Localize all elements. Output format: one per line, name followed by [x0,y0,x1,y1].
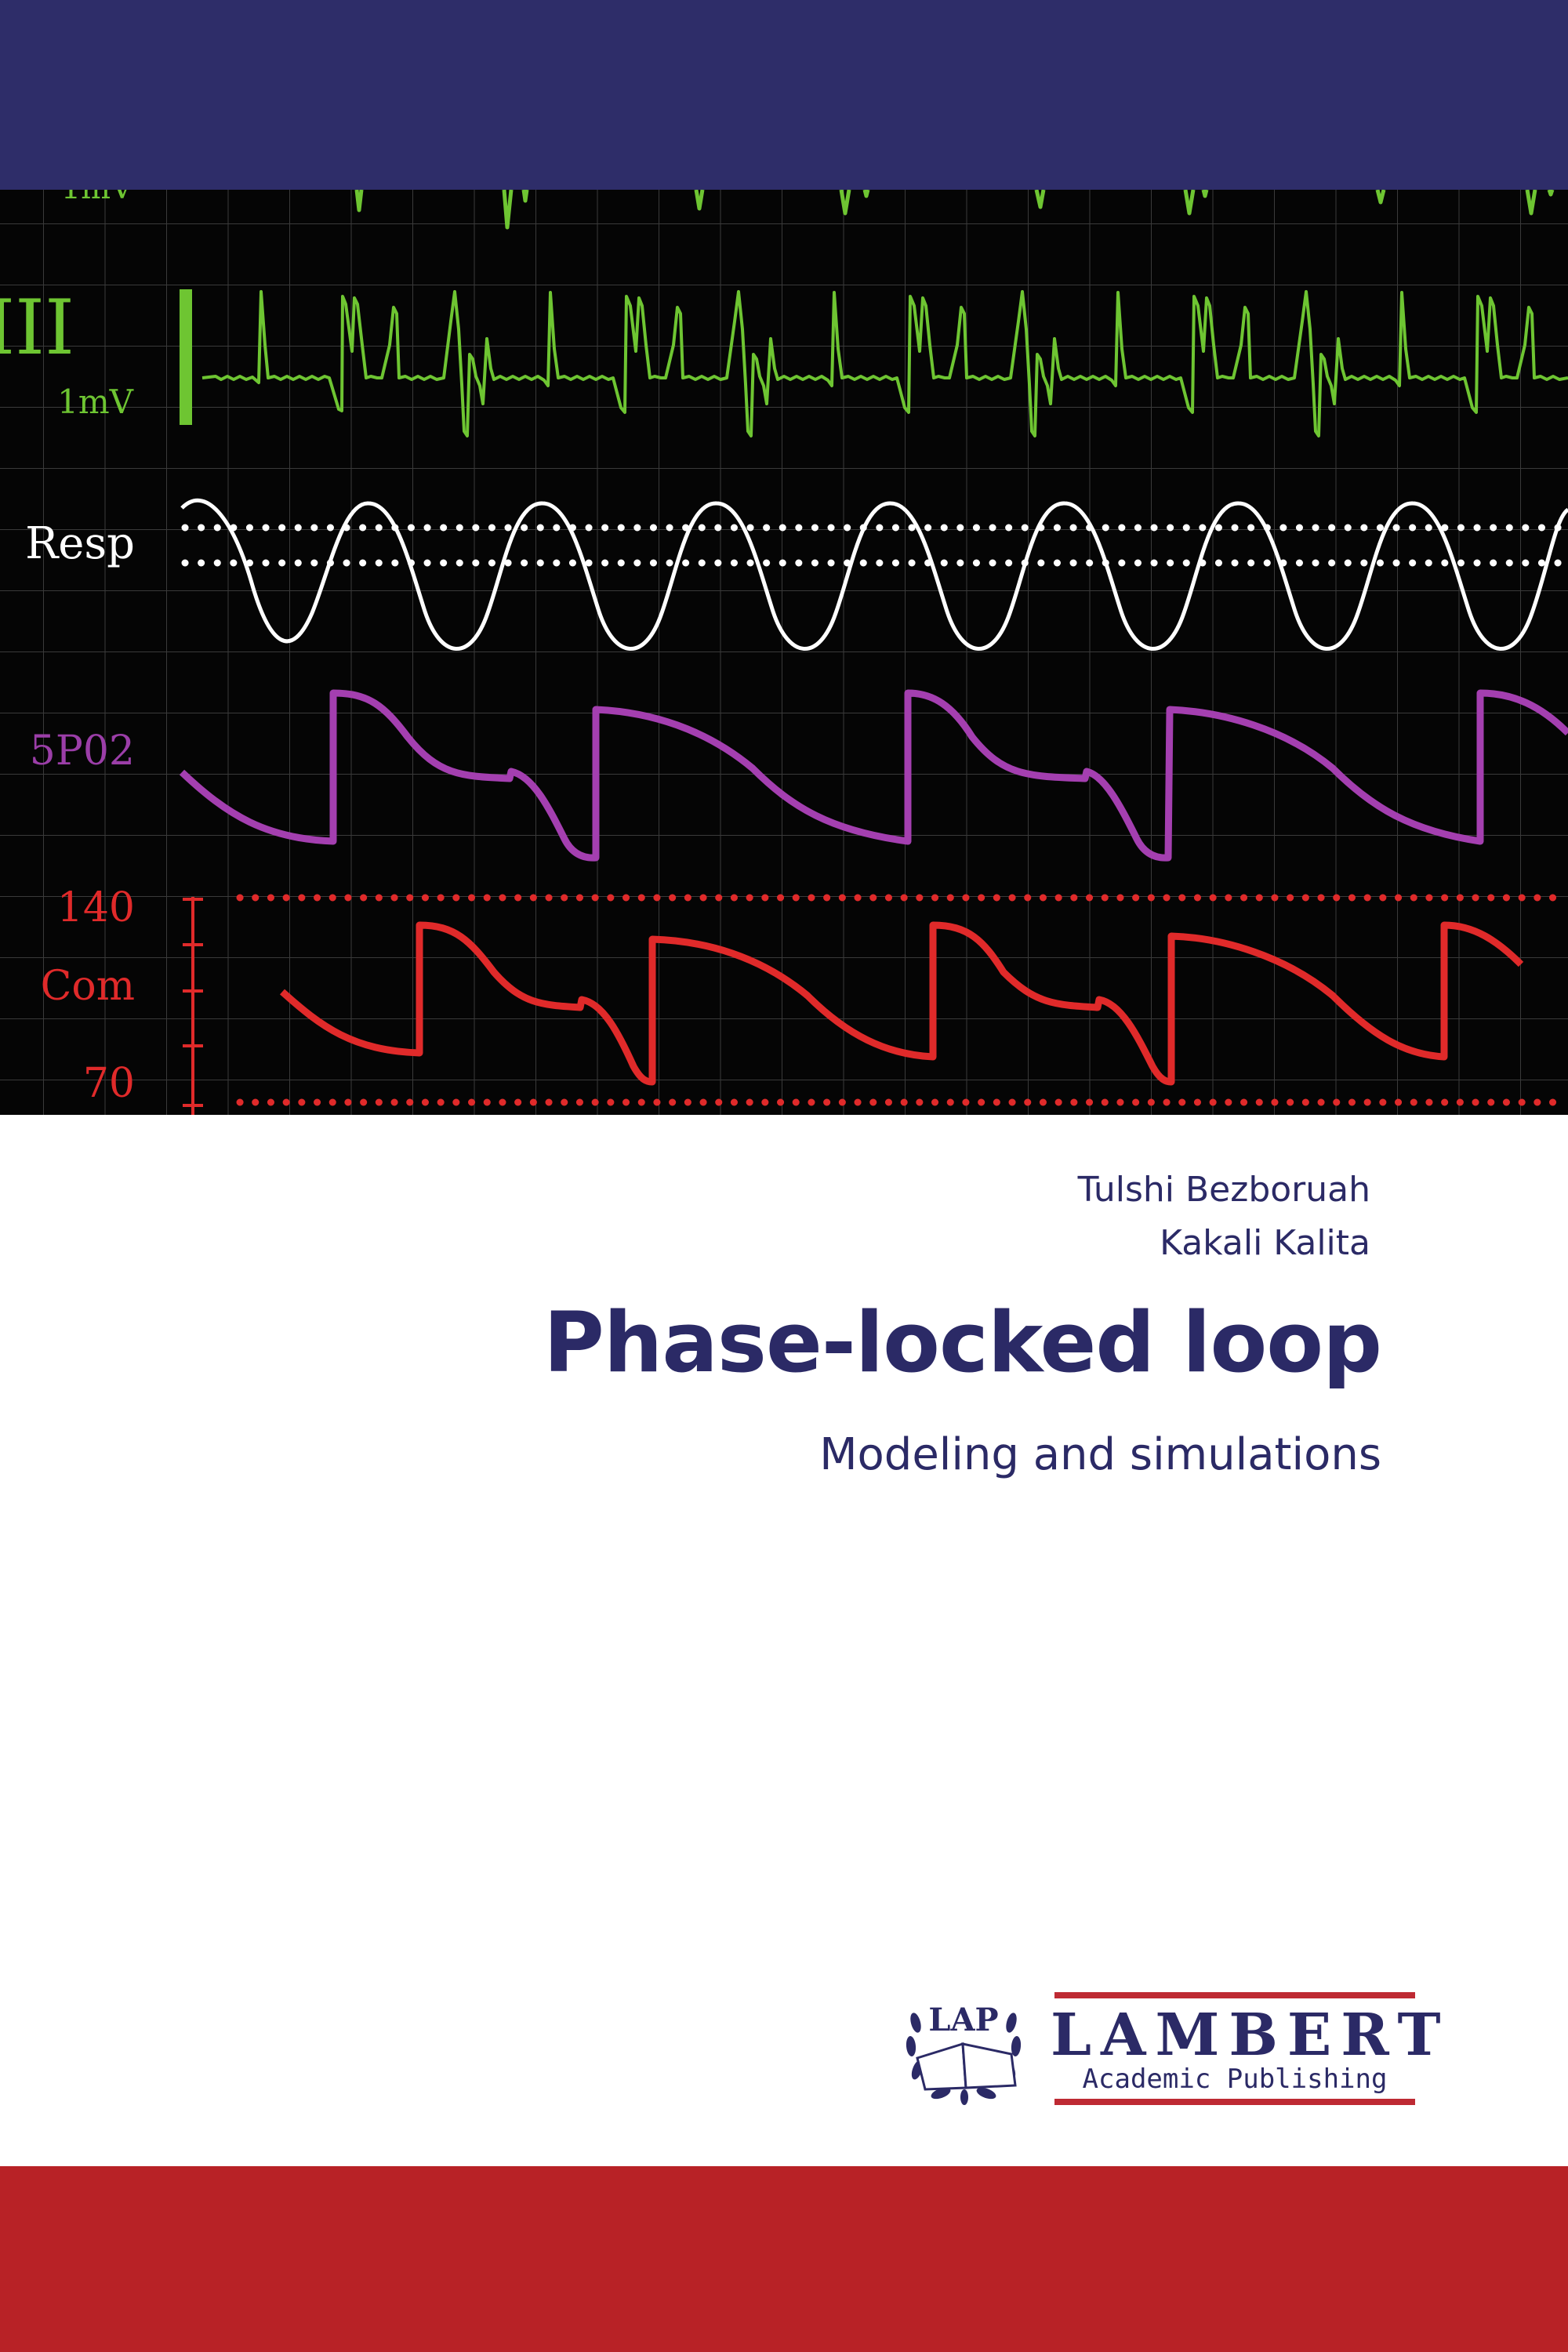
author-list: Tulshi Bezboruah Kakali Kalita [1078,1163,1370,1270]
pressure-axis [183,897,203,1115]
author-name: Tulshi Bezboruah [1077,1170,1370,1210]
pressure-channel-label: Com [40,963,135,1010]
book-title: Phase-locked loop [543,1294,1382,1391]
publisher-tagline: Academic Publishing [1082,2063,1388,2095]
ecg-trace [201,290,1568,437]
spo2-label: 5P02 [29,728,135,775]
book-subtitle: Modeling and simulations [819,1429,1381,1480]
ecg-lead-label: III [0,284,74,372]
ecg-top-scale-label-partial: 1mV [55,190,133,204]
ecg-trace-top-partial [354,190,1555,230]
logo-bottom-rule [1054,2099,1415,2105]
laurel-book-emblem-icon: LAP [906,2002,1022,2105]
publisher-logo: LAP LAMBERT Academic Publishing [894,1987,1441,2105]
publisher-name: LAMBERT [1051,2002,1450,2069]
author-name: Kakali Kalita [1160,1223,1370,1263]
pressure-min-label: 70 [82,1060,135,1107]
resp-trace [180,498,1568,651]
bottom-color-band [0,2166,1568,2352]
resp-label: Resp [25,518,135,569]
logo-top-rule [1054,1992,1415,1998]
patient-monitor-illustration: 1mV III 1mV Resp 5P02 140 Com 70 [0,190,1568,1115]
pressure-trace [279,921,1524,1086]
ecg-scale-label: 1mV [57,383,133,421]
monitor-waveforms [0,190,1568,1115]
spo2-trace [179,689,1568,862]
top-color-band [0,0,1568,190]
ecg-calibration-bar [180,289,192,425]
pressure-max-label: 140 [56,884,135,931]
monitor-grid [0,190,1568,1115]
svg-text:LAP: LAP [928,2002,998,2038]
resp-threshold-lines [181,524,1568,567]
